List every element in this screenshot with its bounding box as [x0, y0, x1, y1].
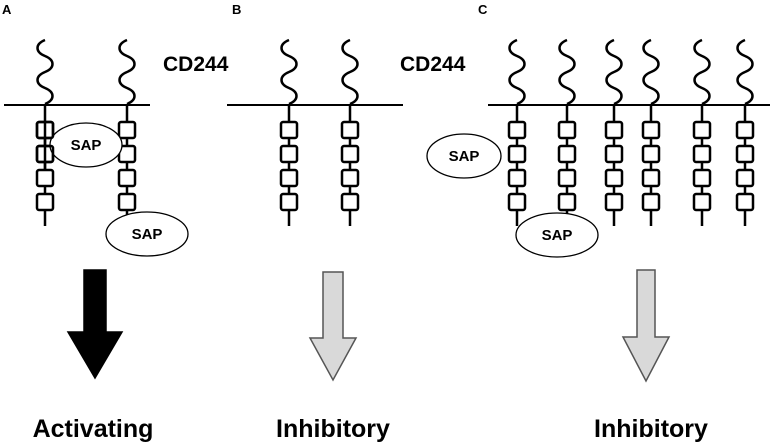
cd244-receptor [557, 38, 577, 228]
cd244-receptor [692, 38, 712, 228]
outcome-label-b: Inhibitory [276, 415, 390, 443]
sap-label: SAP [449, 148, 480, 165]
panel-letter-c: C [478, 2, 488, 17]
cd244-receptor [507, 38, 527, 228]
signal-arrow-inhibitory [308, 271, 358, 382]
cd244-receptor [604, 38, 624, 228]
signal-arrow-activating [66, 269, 124, 380]
signal-arrow-inhibitory [621, 269, 671, 383]
cd244-receptor [340, 38, 360, 228]
panel-letter-b: B [232, 2, 241, 17]
sap-protein: SAP [49, 122, 123, 168]
sap-label: SAP [71, 137, 102, 154]
cd244-receptor [279, 38, 299, 228]
sap-label: SAP [132, 226, 163, 243]
panel-letter-a: A [2, 2, 12, 17]
cd244-receptor [117, 38, 137, 228]
cd244-receptor [641, 38, 661, 228]
panel-c: C SAP SAP Inhibitory [426, 2, 770, 443]
outcome-label-c: Inhibitory [594, 415, 708, 443]
outcome-label-a: Activating [33, 415, 154, 443]
sap-label: SAP [542, 227, 573, 244]
sap-protein: SAP [426, 133, 502, 179]
sap-protein: SAP [105, 211, 189, 257]
panel-b: B CD244 Inhibitory [227, 2, 466, 443]
panel-a: A CD244 SAP SAP Activating [2, 2, 229, 443]
cd244-receptor [735, 38, 755, 228]
receptor-label-a: CD244 [163, 53, 229, 76]
sap-protein: SAP [515, 212, 599, 258]
receptor-label-b: CD244 [400, 53, 466, 76]
